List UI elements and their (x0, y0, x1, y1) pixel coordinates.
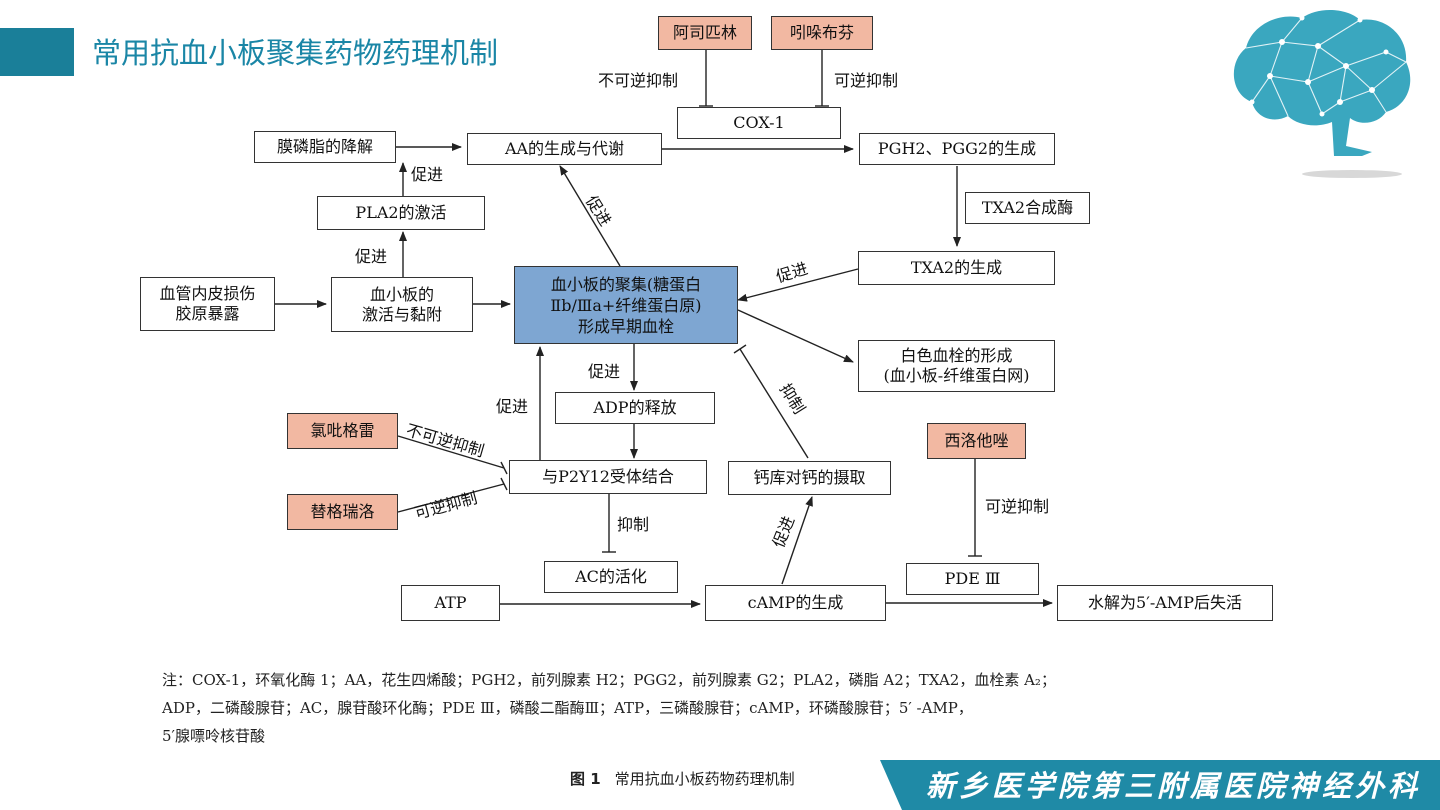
endothelium-box: 血管内皮损伤 胶原暴露 (140, 277, 275, 331)
abbreviation-note: 注：COX-1，环氧化酶 1；AA，花生四烯酸；PGH2，前列腺素 H2；PGG… (162, 666, 1302, 750)
ac-box: AC的活化 (544, 561, 678, 593)
aggregation-line-3: 形成早期血栓 (577, 316, 674, 336)
aa-box: AA的生成与代谢 (467, 133, 662, 165)
flow-connectors (275, 50, 1053, 608)
figure-number: 图 1 (570, 770, 601, 788)
aspirin-box: 阿司匹林 (658, 16, 752, 50)
ticagrelor-box: 替格瑞洛 (287, 494, 398, 530)
pla2-box: PLA2的激活 (317, 196, 485, 230)
hydrolysis-box: 水解为5′-AMP后失活 (1057, 585, 1273, 621)
figure-caption-text: 常用抗血小板药物药理机制 (614, 770, 795, 788)
figure-caption: 图 1 常用抗血小板药物药理机制 (570, 768, 795, 789)
white-thrombus-line-1: 白色血栓的形成 (900, 346, 1013, 365)
activation-line-1: 血小板的 (369, 284, 434, 304)
footer-bar (880, 760, 1440, 810)
note-line-3: 5′腺嘌呤核苷酸 (162, 727, 265, 745)
aggregation-line-1: 血小板的聚集(糖蛋白 (550, 274, 702, 294)
activation-box: 血小板的 激活与黏附 (331, 277, 473, 332)
title-accent-bar (0, 28, 74, 76)
label-ac-inhibit: 抑制 (617, 515, 650, 534)
aggregation-line-2: Ⅱb/Ⅲa+纤维蛋白原) (550, 295, 702, 315)
white-thrombus-line-2: (血小板-纤维蛋白网) (883, 366, 1030, 385)
note-line-1: 注：COX-1，环氧化酶 1；AA，花生四烯酸；PGH2，前列腺素 H2；PGG… (162, 671, 1056, 689)
pde3-box: PDE Ⅲ (906, 563, 1039, 595)
label-pla2-promote: 促进 (411, 165, 444, 184)
adp-box: ADP的释放 (555, 392, 715, 424)
cilostazol-box: 西洛他唑 (927, 423, 1026, 459)
label-activation-promote: 促进 (355, 247, 388, 266)
p2y12-box: 与P2Y12受体结合 (509, 460, 707, 494)
footer-institution: 新乡医学院第三附属医院神经外科 (926, 769, 1422, 803)
note-line-2: ADP，二磷酸腺苷；AC，腺苷酸环化酶；PDE Ⅲ，磷酸二酯酶Ⅲ；ATP，三磷酸… (162, 699, 973, 717)
pgh2-box: PGH2、PGG2的生成 (859, 133, 1055, 165)
cox1-box: COX-1 (677, 107, 841, 139)
label-indobufen-reversible: 可逆抑制 (834, 71, 899, 90)
txa2-box: TXA2的生成 (858, 251, 1055, 285)
endothelium-line-1: 血管内皮损伤 (159, 284, 256, 303)
calcium-box: 钙库对钙的摄取 (728, 461, 891, 495)
atp-box: ATP (401, 585, 500, 621)
camp-box: cAMP的生成 (705, 585, 886, 621)
brain-logo-icon (1233, 9, 1411, 178)
clopidogrel-box: 氯吡格雷 (287, 413, 398, 449)
white-thrombus-box: 白色血栓的形成 (血小板-纤维蛋白网) (858, 340, 1055, 392)
label-cilostazol-reversible: 可逆抑制 (985, 497, 1050, 516)
indobufen-box: 吲哚布芬 (771, 16, 873, 50)
aggregation-box: 血小板的聚集(糖蛋白 Ⅱb/Ⅲa+纤维蛋白原) 形成早期血栓 (514, 266, 738, 344)
slide-title: 常用抗血小板聚集药物药理机制 (92, 36, 499, 70)
label-p2y12-promote: 促进 (496, 397, 529, 416)
label-adp-promote: 促进 (588, 362, 621, 381)
endothelium-line-2: 胶原暴露 (175, 304, 240, 323)
label-aspirin-irreversible: 不可逆抑制 (598, 71, 679, 90)
activation-line-2: 激活与黏附 (361, 304, 442, 324)
txa2-synthase-box: TXA2合成酶 (965, 192, 1090, 224)
membrane-box: 膜磷脂的降解 (254, 131, 396, 163)
